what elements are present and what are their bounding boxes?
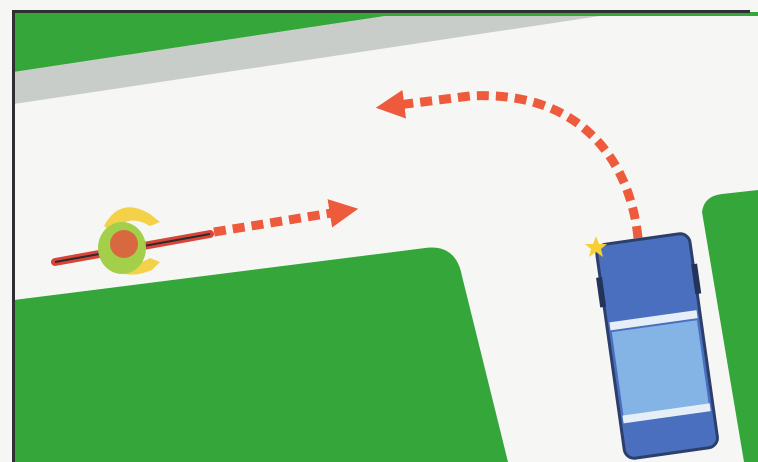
cyclist-helmet — [110, 230, 138, 258]
car-roof-window — [612, 320, 709, 415]
